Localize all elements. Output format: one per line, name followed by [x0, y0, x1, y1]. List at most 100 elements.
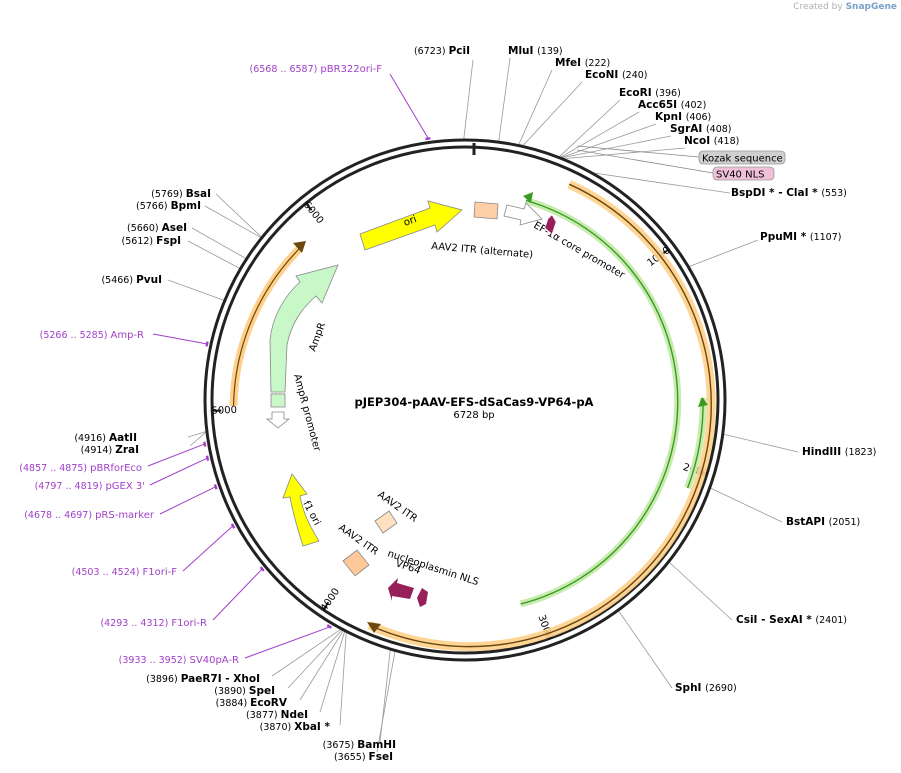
ampr-feature	[269, 264, 339, 393]
enzyme-position: (3655)	[334, 752, 369, 763]
sv40-nls-badge	[712, 166, 775, 181]
enzyme-name: CsiI - SexAI *	[736, 614, 815, 626]
enzyme-leader	[167, 279, 224, 301]
enzyme-position: (2051)	[829, 517, 861, 528]
ampr-promoter-label: AmpR promoter	[291, 373, 322, 453]
primer-name: pBR322ori-F	[320, 64, 382, 75]
enzyme-label: (5769) BsaI	[151, 188, 211, 200]
enzyme-name: EcoNI	[585, 69, 622, 81]
kozak-badge	[698, 150, 786, 165]
sv40-nls-leader	[576, 149, 714, 174]
enzyme-leader	[287, 629, 343, 689]
primer-leader	[152, 333, 207, 345]
enzyme-leader	[215, 193, 262, 238]
primer-range: (4678 .. 4697)	[24, 510, 95, 521]
credit-prefix: Created by	[793, 2, 843, 12]
primer-leader	[212, 569, 262, 621]
primer-mark	[425, 137, 431, 141]
enzyme-name: MluI	[508, 45, 537, 57]
ampr-orf-arrowhead	[293, 241, 306, 253]
primer-leader	[182, 526, 233, 572]
enzyme-name: EcoRI	[619, 87, 655, 99]
enzyme-leader	[189, 431, 207, 447]
primer-label: (4503 .. 4524) F1ori-F	[72, 567, 178, 578]
enzyme-label: (4914) ZraI	[81, 444, 139, 456]
tick-mark	[305, 203, 313, 211]
enzyme-position: (5769)	[151, 189, 186, 200]
primer-range: (3933 .. 3952)	[119, 655, 190, 666]
ampr-orf-line	[232, 247, 301, 407]
enzyme-name: Acc65I	[638, 99, 681, 111]
enzyme-label: HindIII (1823)	[802, 446, 876, 458]
backbone-inner-strand	[210, 145, 720, 655]
enzyme-leader	[710, 487, 783, 523]
primer-name: SV40pA-R	[190, 655, 239, 666]
enzyme-label: EcoNI (240)	[585, 69, 648, 81]
primer-range: (6568 .. 6587)	[250, 64, 321, 75]
enzyme-leader	[689, 239, 759, 267]
vp64-feature	[417, 588, 428, 607]
enzyme-position: (2690)	[705, 683, 737, 694]
backbone-outer-strand	[203, 138, 727, 662]
enzyme-position: (222)	[585, 58, 611, 69]
enzyme-position: (4914)	[81, 445, 116, 456]
enzyme-position: (139)	[537, 46, 563, 57]
enzyme-leader	[376, 651, 396, 753]
primer-range: (4797 .. 4819)	[35, 481, 106, 492]
primer-leader	[149, 457, 207, 486]
enzyme-position: (553)	[821, 188, 847, 199]
primer-label: (4857 .. 4875) pBRforEco	[19, 463, 142, 474]
enzyme-name: MfeI	[555, 57, 585, 69]
enzyme-name: EcoRV	[250, 697, 288, 709]
enzyme-label: KpnI (406)	[655, 111, 711, 123]
enzyme-leader	[561, 123, 657, 158]
snapgene-credit: Created by SnapGene	[793, 2, 897, 12]
enzyme-name: BamHI	[357, 739, 396, 751]
enzyme-leader	[319, 631, 346, 713]
enzyme-position: (5766)	[136, 201, 171, 212]
kozak-leader	[576, 145, 700, 158]
enzyme-label: MfeI (222)	[555, 57, 610, 69]
tick-label: 5000	[211, 405, 237, 417]
enzyme-name: AseI	[162, 222, 187, 234]
enzyme-label: EcoRI (396)	[619, 87, 681, 99]
enzyme-position: (2401)	[815, 615, 847, 626]
tick-mark	[323, 601, 330, 610]
enzyme-leader	[559, 99, 621, 157]
primer-leader	[159, 486, 215, 515]
enzyme-leader	[669, 562, 733, 621]
primer-mark	[259, 566, 265, 572]
site-labels: (6723) PciI MluI (139)MfeI (222)EcoNI (24…	[19, 45, 876, 763]
enzyme-position: (6723)	[414, 46, 449, 57]
primer-name: F1ori-R	[171, 618, 207, 629]
enzyme-position: (406)	[686, 112, 712, 123]
enzyme-position: (408)	[706, 124, 732, 135]
enzyme-leader	[723, 433, 799, 453]
primer-name: pRS-marker	[95, 510, 155, 521]
primer-mark	[205, 455, 210, 461]
ori-feature	[359, 200, 463, 251]
enzyme-name: XbaI *	[294, 721, 330, 733]
primer-leader	[389, 73, 429, 138]
enzyme-label: (5766) BpmI	[136, 200, 201, 212]
enzyme-position: (3870)	[260, 722, 295, 733]
enzyme-label: Acc65I (402)	[638, 99, 706, 111]
primer-leader	[147, 443, 204, 467]
enzyme-name: BspDI * - ClaI *	[731, 187, 821, 199]
enzyme-position: (3896)	[146, 674, 181, 685]
primer-range: (5266 .. 5285)	[40, 330, 111, 341]
sv40-nls-label: SV40 NLS	[716, 170, 765, 181]
enzyme-position: (240)	[622, 70, 648, 81]
enzyme-label: (3870) XbaI *	[260, 721, 331, 733]
primer-range: (4293 .. 4312)	[100, 618, 171, 629]
enzyme-leader	[187, 240, 240, 269]
enzyme-position: (3884)	[216, 698, 251, 709]
primer-mark	[213, 484, 218, 490]
enzyme-leader	[379, 650, 391, 743]
primer-name: pBRforEco	[90, 463, 142, 474]
enzyme-label: (6723) PciI	[414, 45, 470, 57]
primer-name: pGEX 3'	[105, 481, 145, 492]
primer-label: (4293 .. 4312) F1ori-R	[100, 618, 207, 629]
primer-mark	[203, 441, 207, 447]
